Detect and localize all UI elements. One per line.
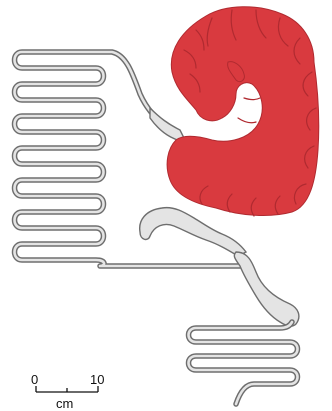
scale-bar-unit-label: cm	[56, 397, 73, 410]
duct-body-upper	[140, 208, 246, 256]
duct-funnel	[150, 108, 186, 142]
highlighted-organ-body	[167, 7, 319, 216]
scale-bar-start-label: 0	[31, 373, 38, 386]
scale-bar-end-label: 10	[90, 373, 104, 386]
duct-body-lower	[234, 252, 299, 326]
small-coil-fill	[189, 322, 298, 404]
lower-duct	[140, 208, 299, 404]
scale-bar	[36, 386, 98, 392]
highlighted-organ	[167, 7, 319, 216]
